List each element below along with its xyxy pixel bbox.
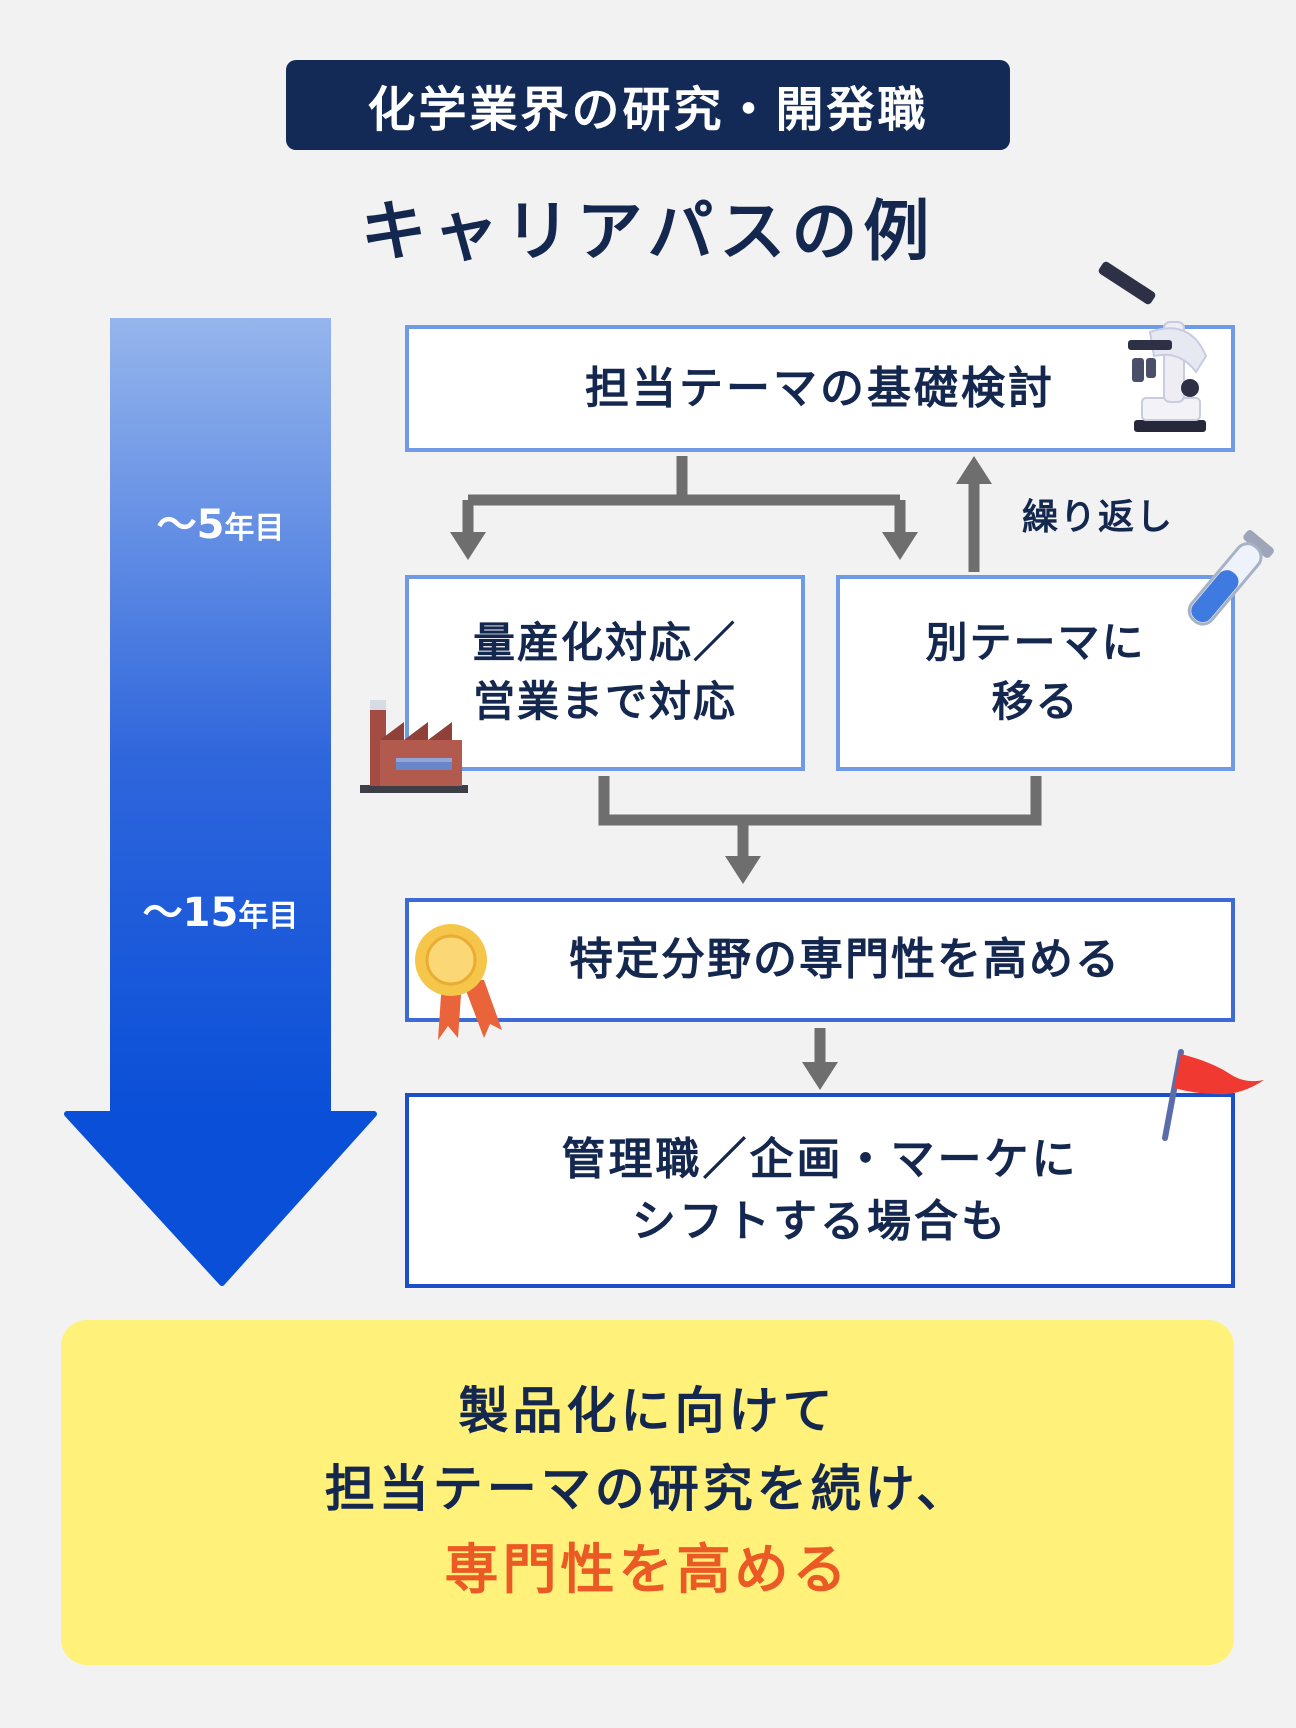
- step-specialize: 特定分野の専門性を高める: [405, 898, 1235, 1022]
- category-tag: 化学業界の研究・開発職: [286, 60, 1010, 150]
- step-management-line2: シフトする場合も: [632, 1195, 1008, 1247]
- flow-connectors: [462, 456, 1042, 1066]
- step-mass-production-line2: 営業まで対応: [472, 677, 737, 726]
- step-other-theme-line2: 移る: [991, 677, 1080, 726]
- step-management-shift: 管理職／企画・マーケに シフトする場合も: [405, 1093, 1235, 1288]
- timeline-marker-5-years: ～5年目: [156, 502, 285, 548]
- step-mass-production: 量産化対応／ 営業まで対応: [405, 575, 805, 771]
- timeline-marker-15-years: ～15年目: [142, 890, 299, 936]
- summary-highlight: 専門性を高める: [444, 1538, 851, 1602]
- timeline-arrow: [64, 318, 377, 1286]
- summary-line-2: 担当テーマの研究を続け、: [324, 1459, 971, 1518]
- summary-line-1: 製品化に向けて: [458, 1382, 837, 1441]
- step-other-theme: 別テーマに 移る: [836, 575, 1235, 771]
- flow-arrowheads: [450, 456, 992, 1090]
- step-basic-study-label: 担当テーマの基礎検討: [585, 362, 1055, 414]
- summary-box: 製品化に向けて 担当テーマの研究を続け、 専門性を高める: [61, 1320, 1234, 1665]
- page-title: キャリアパスの例: [360, 193, 936, 270]
- step-other-theme-line1: 別テーマに: [925, 618, 1146, 668]
- step-basic-study: 担当テーマの基礎検討: [405, 325, 1235, 452]
- step-mass-production-line1: 量産化対応／: [472, 618, 737, 668]
- step-specialize-label: 特定分野の専門性を高める: [569, 934, 1121, 986]
- step-management-line1: 管理職／企画・マーケに: [561, 1133, 1079, 1185]
- repeat-label: 繰り返し: [1022, 497, 1175, 538]
